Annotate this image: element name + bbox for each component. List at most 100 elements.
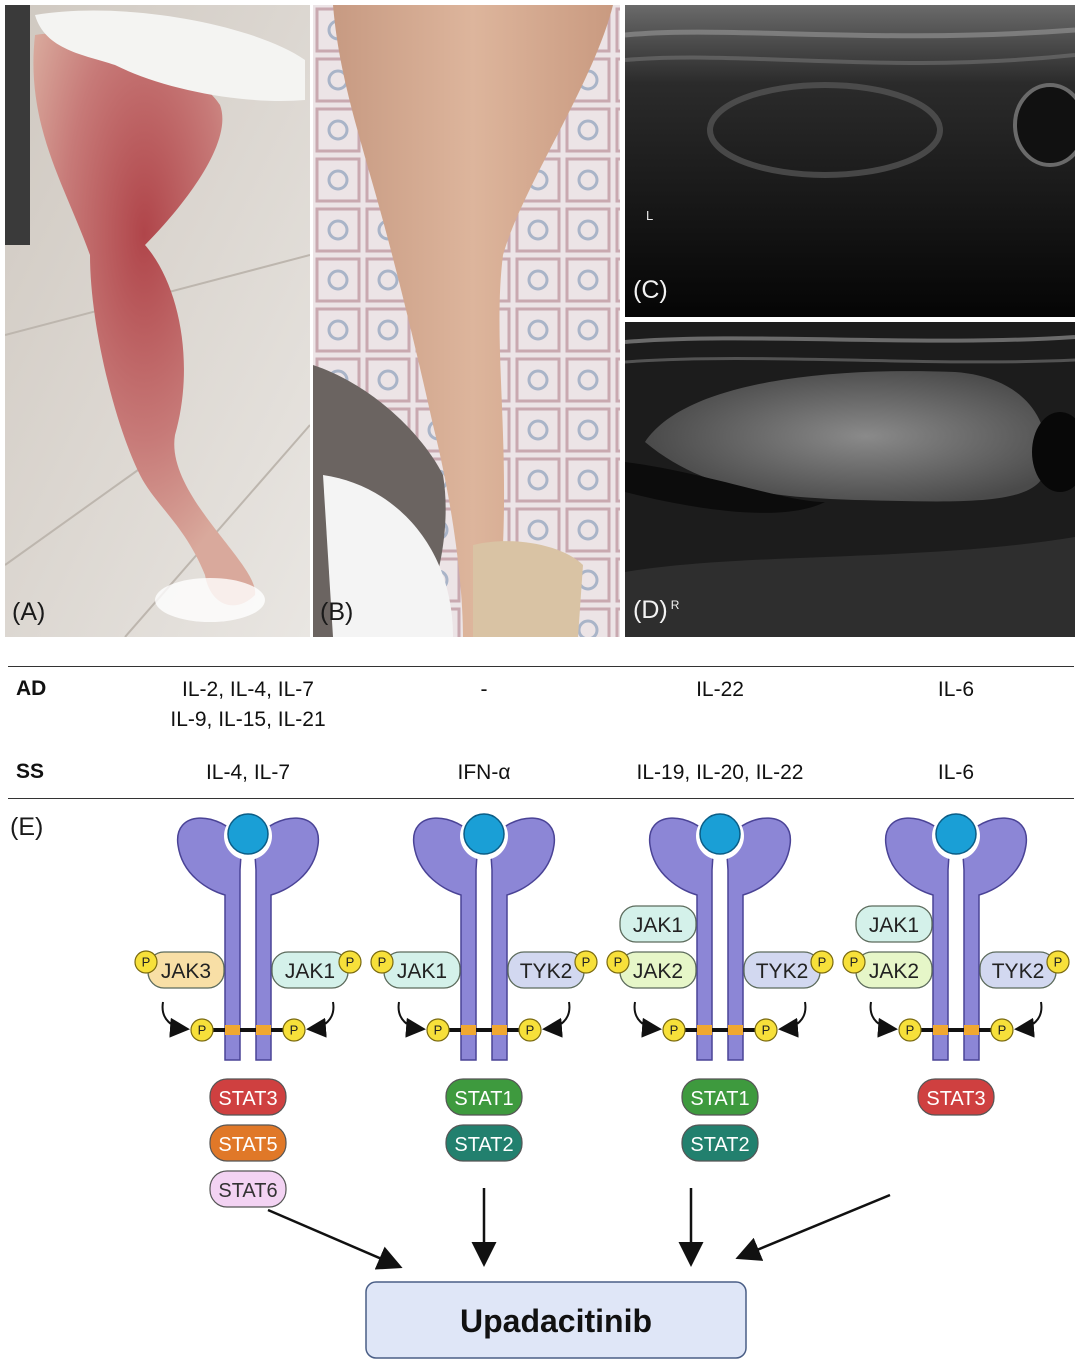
phospho-arrow-right — [310, 1002, 333, 1029]
phospho-left-icon: P — [663, 1019, 685, 1041]
phospho-label: P — [850, 955, 859, 970]
arrow-pathway-1 — [268, 1210, 398, 1266]
pathway-3: P P JAK2 TYK2 JAK1P P STAT1STAT2 — [607, 812, 833, 1161]
photo-panel-b — [313, 5, 620, 637]
ad-cytokines-col1: IL-2, IL-4, IL-7 IL-9, IL-15, IL-21 — [170, 675, 325, 735]
phospho-label: P — [1054, 955, 1063, 970]
phospho-label: P — [434, 1023, 443, 1038]
ad-cytokines-col2: - — [481, 675, 488, 705]
jak-left-phospho-icon: P — [843, 951, 865, 973]
ad-cytokines-col4: IL-6 — [938, 675, 974, 705]
right-jak-label: JAK1 — [285, 960, 335, 983]
phospho-left-icon: P — [899, 1019, 921, 1041]
left-jak-label: JAK1 — [397, 960, 447, 983]
right-jak-label: TYK2 — [520, 960, 573, 983]
ad-cytokines-col1-line1: IL-2, IL-4, IL-7 — [170, 675, 325, 705]
right-jak: TYK2 — [508, 952, 584, 988]
jak-right-phospho-icon: P — [339, 951, 361, 973]
jak-right-phospho-icon: P — [811, 951, 833, 973]
panel-label-c: (C) — [633, 276, 668, 305]
phospho-label: P — [526, 1023, 535, 1038]
extra-jak: JAK1 — [856, 906, 932, 942]
phospho-label: P — [998, 1023, 1007, 1038]
arrow-pathway-4 — [740, 1195, 890, 1257]
phospho-label: P — [346, 955, 355, 970]
stat-label: STAT1 — [690, 1088, 749, 1110]
leg-after-photo — [313, 5, 620, 637]
phospho-arrow-left — [163, 1002, 186, 1029]
stat-stat1: STAT1 — [682, 1079, 758, 1115]
stat-label: STAT1 — [454, 1088, 513, 1110]
jak-right-phospho-icon: P — [1047, 951, 1069, 973]
extra-jak: JAK1 — [620, 906, 696, 942]
pathway-1: PPJAK3JAK1PPSTAT3STAT5STAT6 — [135, 812, 361, 1207]
ss-cytokines-col1: IL-4, IL-7 — [206, 758, 290, 788]
right-jak: TYK2 — [744, 952, 820, 988]
jak-left-phospho-icon: P — [371, 951, 393, 973]
leg-rash-photo — [5, 5, 310, 637]
stat-stat5: STAT5 — [210, 1125, 286, 1161]
table-bottom-rule — [8, 798, 1074, 799]
ultrasound-image-d — [625, 322, 1075, 637]
right-jak-label: TYK2 — [756, 960, 809, 983]
stat-label: STAT3 — [926, 1088, 985, 1110]
stat-stat2: STAT2 — [446, 1125, 522, 1161]
phospho-arrow-right — [546, 1002, 569, 1029]
stat-label: STAT2 — [454, 1134, 513, 1156]
stat-label: STAT3 — [218, 1088, 277, 1110]
phospho-arrow-left — [399, 1002, 422, 1029]
stat-label: STAT6 — [218, 1180, 277, 1202]
extra-jak-label: JAK1 — [869, 914, 919, 937]
row-head-ss: SS — [16, 760, 44, 784]
ad-cytokines-col3: IL-22 — [696, 675, 744, 705]
phospho-arrow-right — [782, 1002, 805, 1029]
left-jak-label: JAK2 — [633, 960, 683, 983]
stat-label: STAT5 — [218, 1134, 277, 1156]
jak-left-phospho-icon: P — [607, 951, 629, 973]
panel-label-b: (B) — [320, 598, 353, 627]
jak-left-phospho-icon: P — [135, 951, 157, 973]
phospho-right-icon: P — [519, 1019, 541, 1041]
orientation-marker-d: R — [671, 598, 680, 612]
phospho-right-icon: P — [755, 1019, 777, 1041]
panel-label-d-text: (D) — [633, 596, 668, 624]
stat-stat3: STAT3 — [210, 1079, 286, 1115]
jak-right-phospho-icon: P — [575, 951, 597, 973]
phospho-left-icon: P — [427, 1019, 449, 1041]
stat-stat2: STAT2 — [682, 1125, 758, 1161]
arrow-layer — [268, 1188, 890, 1266]
left-jak: JAK1 — [384, 952, 460, 988]
ad-cytokines-col1-line2: IL-9, IL-15, IL-21 — [170, 705, 325, 735]
right-jak: TYK2 — [980, 952, 1056, 988]
phospho-label: P — [762, 1023, 771, 1038]
extra-jak-label: JAK1 — [633, 914, 683, 937]
upadacitinib-label: Upadacitinib — [460, 1303, 652, 1339]
ss-cytokines-col3: IL-19, IL-20, IL-22 — [637, 758, 804, 788]
phospho-right-icon: P — [283, 1019, 305, 1041]
table-top-rule — [8, 666, 1074, 667]
phospho-label: P — [582, 955, 591, 970]
stat-stat1: STAT1 — [446, 1079, 522, 1115]
phospho-arrow-left — [635, 1002, 658, 1029]
right-jak-label: TYK2 — [992, 960, 1045, 983]
left-jak-label: JAK3 — [161, 960, 211, 983]
stat-label: STAT2 — [690, 1134, 749, 1156]
phospho-label: P — [906, 1023, 915, 1038]
panel-label-d: (D)R — [633, 596, 679, 625]
panel-label-a: (A) — [12, 598, 45, 627]
stat-stat6: STAT6 — [210, 1171, 286, 1207]
ultrasound-panel-d — [625, 322, 1075, 637]
phospho-label: P — [614, 955, 623, 970]
phospho-label: P — [818, 955, 827, 970]
right-jak: JAK1 — [272, 952, 348, 988]
phospho-right-icon: P — [991, 1019, 1013, 1041]
cytokine-ligand — [936, 814, 976, 854]
phospho-label: P — [378, 955, 387, 970]
cytokine-ligand — [700, 814, 740, 854]
phospho-left-icon: P — [191, 1019, 213, 1041]
phospho-label: P — [198, 1023, 207, 1038]
phospho-arrow-right — [1018, 1002, 1041, 1029]
